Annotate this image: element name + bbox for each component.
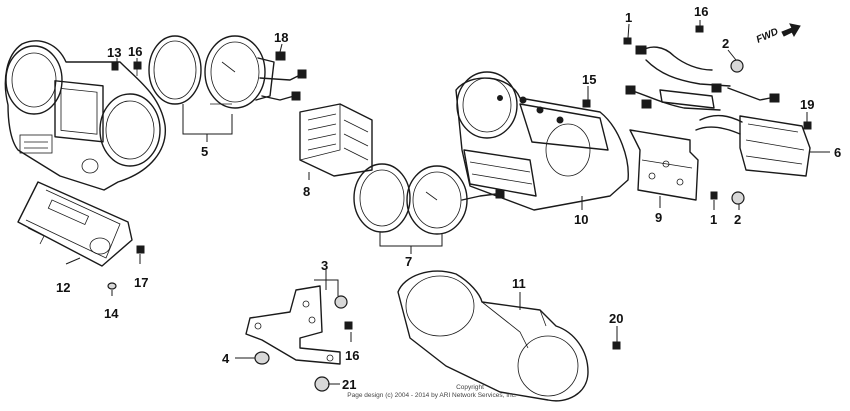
- copyright-line1: Copyright: [456, 384, 484, 391]
- callout-12: 12: [56, 280, 70, 295]
- screw-15: [582, 99, 591, 108]
- screw-16c: [344, 321, 353, 330]
- callout-labels: 13 16 18 5 8 7 12 17 14 15 1 16 2 19 6 1…: [56, 4, 841, 392]
- callout-18: 18: [274, 30, 288, 45]
- grommet-2a: [730, 59, 744, 73]
- screw-20: [612, 341, 621, 350]
- screw-16b: [695, 25, 704, 33]
- grommet-21: [314, 376, 330, 392]
- callout-2a: 2: [722, 36, 729, 51]
- fwd-label: FWD: [755, 26, 780, 45]
- callout-9: 9: [655, 210, 662, 225]
- callout-16b: 16: [694, 4, 708, 19]
- screw-16a: [133, 61, 142, 76]
- screw-19: [803, 121, 812, 130]
- nut-3: [334, 295, 348, 309]
- forward-direction-indicator: FWD: [755, 23, 801, 46]
- callout-16a: 16: [128, 44, 142, 59]
- speedometer-assembly: [353, 163, 505, 235]
- callout-7: 7: [405, 254, 412, 269]
- grommet-2b: [731, 191, 745, 205]
- callout-20: 20: [609, 311, 623, 326]
- nut-17: [136, 245, 145, 254]
- meter-stay: [245, 285, 341, 365]
- callout-6: 6: [834, 145, 841, 160]
- leader-lines: [65, 20, 830, 385]
- meter-case: [455, 71, 629, 211]
- callout-10: 10: [574, 212, 588, 227]
- callout-14: 14: [104, 306, 119, 321]
- indicator-box: [299, 103, 373, 177]
- connector-box: [695, 114, 811, 177]
- callout-8: 8: [303, 184, 310, 199]
- callout-17: 17: [134, 275, 148, 290]
- callout-3: 3: [321, 258, 328, 273]
- meter-housing-assembly: [4, 40, 166, 191]
- copyright-line2: Page design (c) 2004 - 2014 by ARI Netwo…: [347, 392, 517, 399]
- lower-cover: [397, 270, 589, 402]
- copyright-notice: Copyright Page design (c) 2004 - 2014 by…: [347, 384, 517, 399]
- nut-4: [254, 351, 270, 365]
- callout-5: 5: [201, 144, 208, 159]
- meter-bracket: [629, 129, 699, 201]
- washer-14: [107, 282, 117, 290]
- callout-21: 21: [342, 377, 356, 392]
- lower-panel: [17, 181, 133, 267]
- callout-4: 4: [222, 351, 230, 366]
- grommet-18: [275, 51, 286, 61]
- callout-1b: 1: [710, 212, 717, 227]
- screw-1a: [623, 37, 632, 45]
- tachometer-assembly: [148, 35, 307, 109]
- screw-1b: [710, 191, 718, 200]
- callout-16c: 16: [345, 348, 359, 363]
- callout-15: 15: [582, 72, 596, 87]
- screw-13: [111, 61, 119, 71]
- callout-1a: 1: [625, 10, 632, 25]
- callout-19: 19: [800, 97, 814, 112]
- callout-13: 13: [107, 45, 121, 60]
- callout-2b: 2: [734, 212, 741, 227]
- wire-harness: [625, 45, 780, 111]
- callout-11: 11: [512, 276, 526, 291]
